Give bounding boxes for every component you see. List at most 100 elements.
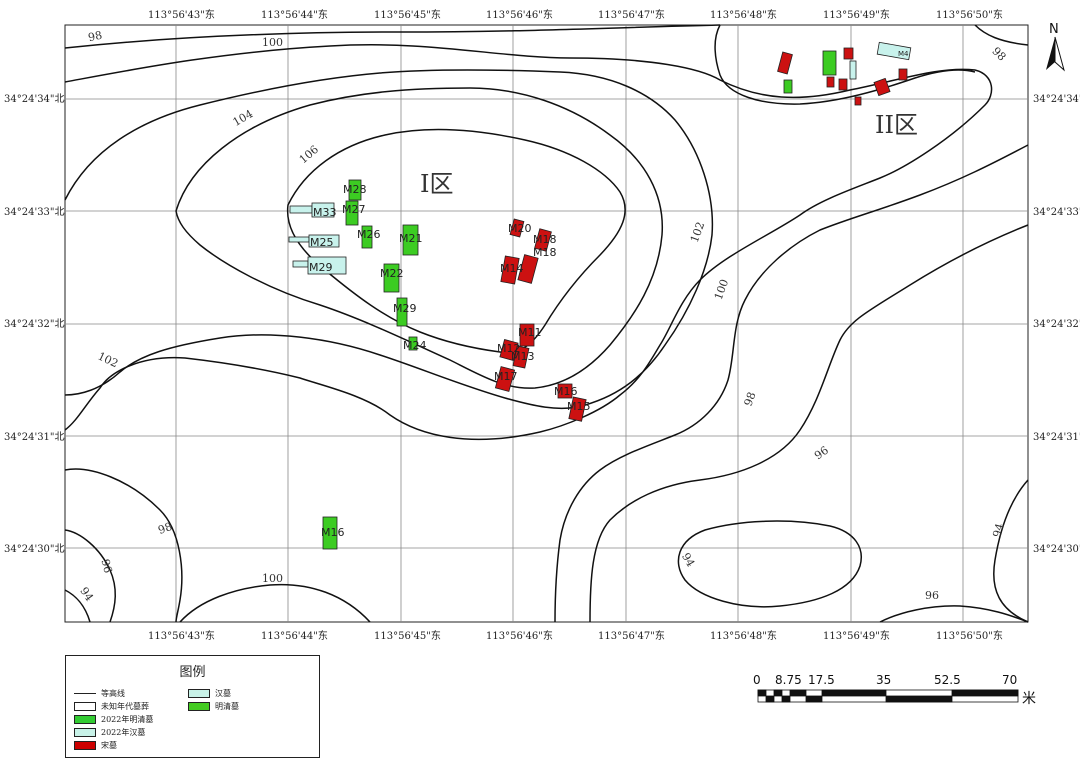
mingqing-tomb-shape	[322, 516, 338, 550]
bottom-longitude-labels: 113°56'43"东 113°56'44"东 113°56'45"东 113°…	[148, 629, 1003, 642]
lon-label: 113°56'43"东	[148, 8, 215, 21]
contour-label: 96	[925, 589, 939, 602]
lat-label: 34°24'33"北	[4, 206, 65, 218]
legend-swatch	[74, 741, 96, 750]
legend-swatch	[188, 689, 210, 698]
han-tomb-shape	[849, 60, 857, 80]
legend-swatch	[188, 702, 210, 711]
north-arrow-right	[1054, 36, 1065, 72]
lat-label: 34°24'34"北	[4, 93, 65, 105]
tomb-label: M25	[310, 236, 334, 249]
north-arrow-icon: N	[1046, 22, 1065, 72]
legend-title: 图例	[179, 665, 206, 680]
contour-label: 96	[98, 558, 114, 575]
tomb-labels: M28 M27 M33 M26 M21 M25 M29 M22 M29 M24 …	[309, 50, 909, 539]
song-tomb-shape	[838, 78, 848, 91]
han-tomb-shape	[292, 260, 309, 268]
lon-label: 113°56'50"东	[936, 629, 1003, 642]
legend-item-label: 未知年代墓葬	[101, 702, 149, 711]
lon-label: 113°56'50"东	[936, 8, 1003, 21]
contour-label: 100	[262, 572, 283, 585]
lat-label: 34°24'32"北	[1033, 318, 1080, 330]
legend-item-label: 明清墓	[215, 702, 239, 711]
tomb-label: M11	[518, 326, 542, 339]
mingqing-tomb-shape	[822, 50, 837, 76]
contour-label: 98	[87, 29, 103, 45]
contour-label: 98	[742, 390, 759, 408]
right-latitude-labels: 34°24'34"北 34°24'33"北 34°24'32"北 34°24'3…	[1033, 93, 1080, 555]
legend-item-contour: 等高线	[74, 688, 125, 699]
song-tomb-shape	[517, 254, 539, 284]
mingqing-tomb-shape	[408, 336, 418, 351]
tomb-label: M13	[511, 350, 535, 363]
song-tomb-shape	[898, 68, 908, 81]
lon-label: 113°56'48"东	[710, 629, 777, 642]
tomb-label: M28	[343, 183, 367, 196]
lon-label: 113°56'49"东	[823, 8, 890, 21]
tomb-label: M27	[342, 203, 366, 216]
han-tomb-shape	[289, 205, 313, 214]
legend-item-unknown: 未知年代墓葬	[74, 701, 149, 712]
legend-line-swatch	[74, 693, 96, 694]
contour-lines	[64, 24, 1029, 623]
song-tomb-shape	[557, 383, 573, 399]
tomb-label: M21	[399, 232, 423, 245]
song-tomb-shape	[519, 323, 535, 347]
lon-label: 113°56'46"东	[486, 629, 553, 642]
lon-label: 113°56'47"东	[598, 8, 665, 21]
scale-tick-label: 52.5	[934, 673, 961, 687]
song-tomb-shape	[826, 76, 835, 88]
legend-item-mingqing: 明清墓	[188, 701, 239, 712]
scale-tick-label: 70	[1002, 673, 1017, 687]
top-longitude-labels: 113°56'43"东 113°56'44"东 113°56'45"东 113°…	[148, 8, 1003, 21]
north-arrow-left	[1046, 37, 1055, 70]
tomb-label: M17	[494, 370, 518, 383]
lat-label: 34°24'31"北	[4, 431, 65, 443]
legend-item-label: 宋墓	[101, 741, 117, 750]
lon-label: 113°56'48"东	[710, 8, 777, 21]
legend-item-2022-mingqing: 2022年明清墓	[74, 714, 153, 725]
song-tomb-shape	[509, 218, 525, 238]
scale-bar-segments	[757, 689, 1019, 703]
legend-swatch	[74, 715, 96, 724]
song-tomb-shape	[494, 366, 516, 392]
mingqing-tomb-shape	[345, 200, 359, 226]
scale-unit: 米	[1022, 691, 1036, 707]
han-tomb-shape	[876, 41, 912, 61]
mingqing-tomb-shape	[361, 225, 373, 249]
scale-bar: 0 8.75 17.5 35 52.5 70 米	[753, 673, 1036, 707]
tomb-label: M29	[393, 302, 417, 315]
song-tomb-shape	[568, 396, 587, 422]
song-tomb-shape	[500, 255, 520, 285]
left-latitude-labels: 34°24'34"北 34°24'33"北 34°24'32"北 34°24'3…	[4, 93, 65, 555]
song-tombs	[494, 47, 908, 422]
tomb-label: M12	[497, 342, 521, 355]
tomb-label: M18	[533, 246, 557, 259]
song-tomb-shape	[873, 77, 891, 97]
mingqing-tomb-shape	[402, 224, 419, 256]
tomb-label: M4	[898, 50, 909, 58]
legend-item-han: 汉墓	[188, 688, 231, 699]
lon-label: 113°56'43"东	[148, 629, 215, 642]
legend-item-2022-han: 2022年汉墓	[74, 727, 145, 738]
lat-label: 34°24'31"北	[1033, 431, 1080, 443]
tomb-label: M16	[554, 385, 578, 398]
legend-item-label: 2022年明清墓	[101, 715, 154, 724]
tomb-label: M24	[403, 339, 427, 352]
han-tombs	[288, 41, 912, 275]
scale-tick-label: 17.5	[808, 673, 835, 687]
contour-label: 100	[262, 36, 283, 49]
tomb-label: M15	[567, 400, 591, 413]
song-tomb-shape	[854, 96, 862, 106]
lon-label: 113°56'44"东	[261, 8, 328, 21]
legend-swatch	[74, 728, 96, 737]
song-tomb-shape	[512, 345, 530, 369]
mingqing-tomb-shape	[348, 179, 362, 201]
lon-label: 113°56'44"东	[261, 629, 328, 642]
zone-2-label: II区	[875, 111, 918, 139]
legend-swatch	[74, 702, 96, 711]
han-tomb-shape	[307, 256, 347, 275]
lon-label: 113°56'47"东	[598, 629, 665, 642]
contour-label: 94	[679, 551, 697, 570]
